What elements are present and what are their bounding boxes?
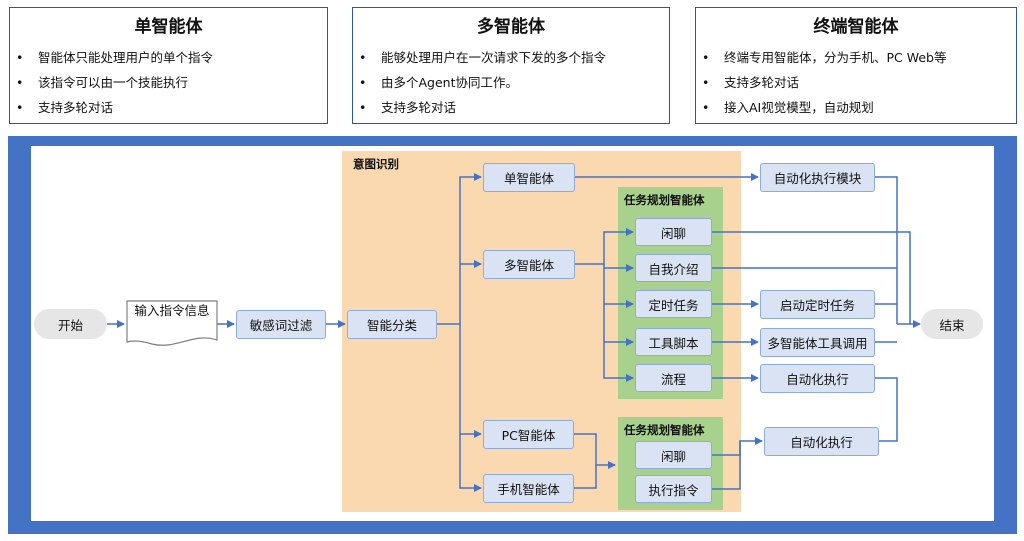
tool-script-node: 工具脚本 — [635, 328, 712, 356]
single-agent-node: 单智能体 — [483, 163, 575, 192]
list-item: 能够处理用户在一次请求下发的多个指令 — [359, 45, 669, 70]
list-item: 支持多轮对话 — [359, 95, 669, 120]
multi-agent-node: 多智能体 — [483, 250, 575, 279]
intent-recognition-label: 意图识别 — [353, 157, 399, 171]
auto-exec-module-node: 自动化执行模块 — [760, 163, 875, 192]
panel-title: 多智能体 — [477, 17, 545, 37]
list-item: 由多个Agent协同工作。 — [359, 70, 669, 95]
chat-node-2: 闲聊 — [635, 441, 712, 469]
list-item: 支持多轮对话 — [16, 95, 327, 120]
exec-command-node: 执行指令 — [635, 475, 712, 503]
pc-agent-node: PC智能体 — [483, 420, 574, 449]
intro-node: 自我介绍 — [635, 254, 712, 282]
panel-list: 终端专用智能体，分为手机、PC Web等 支持多轮对话 接入AI视觉模型，自动规… — [696, 45, 1016, 120]
panel-terminal-agent: 终端智能体 终端专用智能体，分为手机、PC Web等 支持多轮对话 接入AI视觉… — [695, 7, 1017, 124]
panel-list: 智能体只能处理用户的单个指令 该指令可以由一个技能执行 支持多轮对话 — [10, 45, 327, 120]
mobile-agent-node: 手机智能体 — [483, 474, 574, 503]
process-node: 流程 — [635, 364, 712, 392]
panel-multi-agent: 多智能体 能够处理用户在一次请求下发的多个指令 由多个Agent协同工作。 支持… — [352, 7, 670, 124]
timed-task-node: 定时任务 — [635, 290, 712, 318]
list-item: 智能体只能处理用户的单个指令 — [16, 45, 327, 70]
panel-single-agent: 单智能体 智能体只能处理用户的单个指令 该指令可以由一个技能执行 支持多轮对话 — [9, 7, 328, 124]
input-node-label: 输入指令信息 — [134, 303, 210, 318]
filter-node: 敏感词过滤 — [236, 310, 326, 339]
list-item: 该指令可以由一个技能执行 — [16, 70, 327, 95]
classify-node: 智能分类 — [347, 310, 437, 339]
panel-title: 终端智能体 — [813, 17, 899, 37]
start-node: 开始 — [34, 309, 107, 339]
list-item: 终端专用智能体，分为手机、PC Web等 — [702, 45, 1016, 70]
auto-exec-node-2: 自动化执行 — [764, 427, 879, 456]
panel-list: 能够处理用户在一次请求下发的多个指令 由多个Agent协同工作。 支持多轮对话 — [353, 45, 669, 120]
auto-exec-node-1: 自动化执行 — [760, 364, 875, 393]
list-item: 支持多轮对话 — [702, 70, 1016, 95]
task-planning-label-1: 任务规划智能体 — [624, 193, 705, 207]
input-document-shape — [126, 300, 218, 346]
chat-node-1: 闲聊 — [635, 218, 712, 246]
panel-title: 单智能体 — [134, 17, 203, 37]
end-node: 结束 — [921, 309, 983, 339]
start-timed-task-node: 启动定时任务 — [760, 290, 875, 319]
multi-agent-tool-node: 多智能体工具调用 — [760, 328, 875, 357]
task-planning-label-2: 任务规划智能体 — [624, 423, 705, 437]
list-item: 接入AI视觉模型，自动规划 — [702, 95, 1016, 120]
